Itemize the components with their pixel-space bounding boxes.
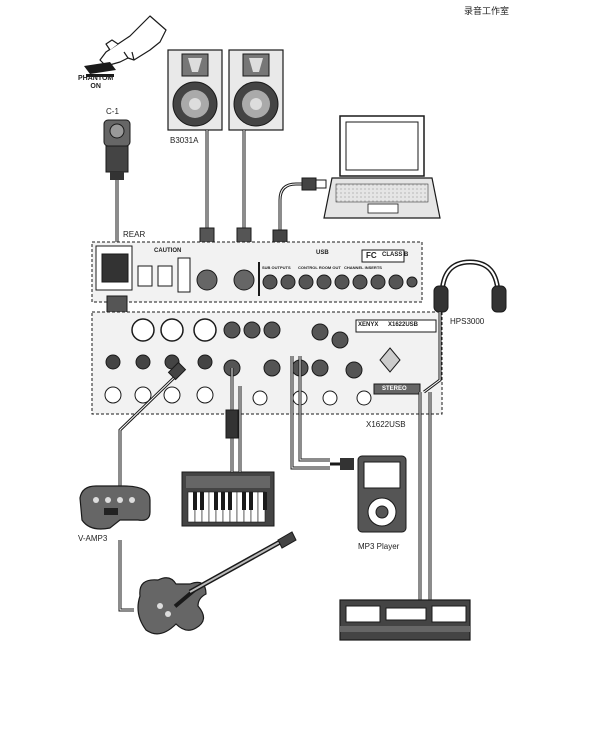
control-room-label: CONTROL ROOM OUT xyxy=(298,265,341,270)
watermark: 录音工作室 xyxy=(464,6,510,16)
keyboard-icon xyxy=(181,471,275,527)
channel-inserts-label: CHANNEL INSERTS xyxy=(344,265,382,270)
usb-label: USB xyxy=(316,250,329,256)
electric-guitar-icon xyxy=(137,531,297,635)
mixer-front-panel xyxy=(91,311,443,415)
headphones-label: HPS3000 xyxy=(450,317,485,326)
sub-outputs-label: SUB OUTPUTS xyxy=(262,265,291,270)
mixer-rear-panel xyxy=(91,241,423,303)
monitors-label: B3031A xyxy=(170,136,199,145)
keyboard-cables xyxy=(225,368,242,472)
tape-deck-cables xyxy=(418,392,432,600)
model-label: X1622USB xyxy=(388,322,419,328)
fcc-label: FC xyxy=(366,251,377,260)
rear-panel-label: REAR xyxy=(123,230,146,239)
tape-deck-icon xyxy=(339,599,471,641)
phantom-label: PHANTOM ON xyxy=(78,75,113,91)
vamp3-icon xyxy=(79,485,151,530)
class-b-label: CLASS B xyxy=(382,252,409,258)
headphone-cable xyxy=(423,312,442,394)
headphones-icon xyxy=(433,259,507,313)
mp3-cables xyxy=(290,356,354,470)
caution-label: CAUTION xyxy=(154,248,182,254)
mixer-label: X1622USB xyxy=(366,420,406,429)
c1-microphone-icon xyxy=(103,119,131,180)
brand-label: XENYX xyxy=(358,322,379,328)
right-monitor-speaker-icon xyxy=(228,49,284,131)
mp3-player-label: MP3 Player xyxy=(358,542,400,551)
laptop-icon xyxy=(323,115,441,219)
mp3-player-icon xyxy=(357,455,407,533)
vamp3-label: V-AMP3 xyxy=(78,534,108,543)
stereo-label: STEREO xyxy=(382,386,407,392)
phantom-label-line1: PHANTOM xyxy=(78,75,114,82)
left-monitor-speaker-icon xyxy=(167,49,223,131)
usb-cable xyxy=(272,177,327,247)
phantom-hand-icon xyxy=(99,15,167,67)
phantom-button-icon xyxy=(84,62,116,77)
vamp-cable xyxy=(118,361,187,612)
mic-label: C-1 xyxy=(106,107,119,116)
phantom-label-line2: ON xyxy=(90,83,101,90)
